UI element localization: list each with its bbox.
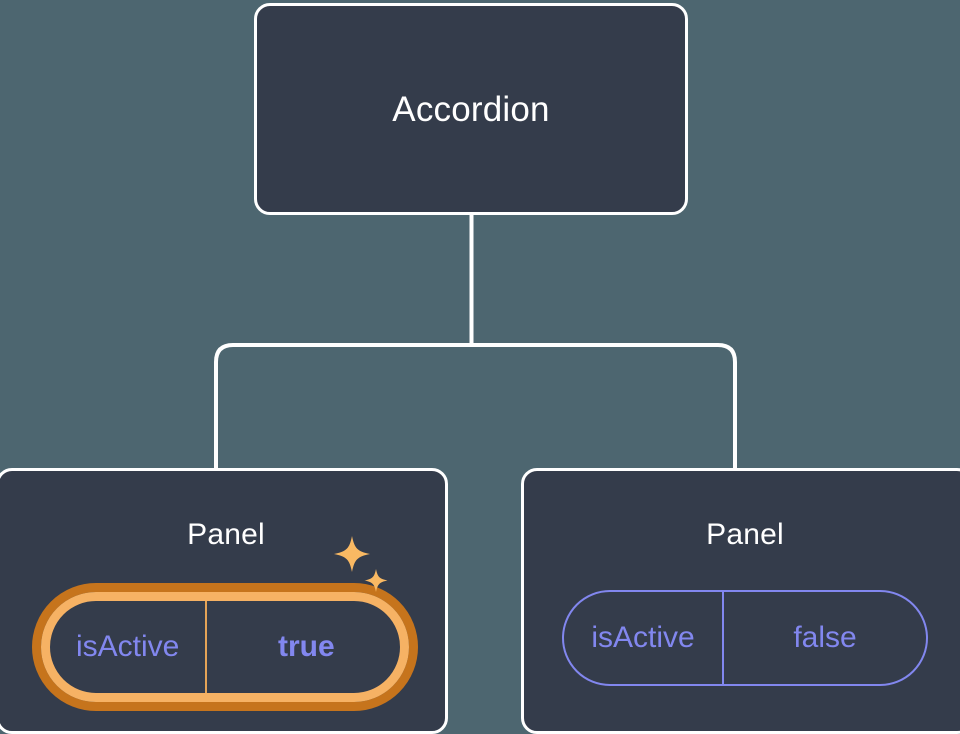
- prop-key: isActive: [50, 601, 208, 693]
- prop-key: isActive: [564, 592, 724, 684]
- node-title: Panel: [706, 518, 784, 551]
- prop-pill-isactive-false[interactable]: isActive false: [562, 590, 928, 686]
- node-accordion[interactable]: Accordion: [254, 3, 688, 215]
- prop-value: false: [793, 621, 857, 654]
- node-panel-inactive[interactable]: Panel isActive false: [521, 468, 960, 734]
- prop-pill-isactive-true[interactable]: isActive true: [41, 592, 409, 702]
- node-title: Panel: [187, 518, 265, 551]
- prop-value: true: [278, 630, 335, 663]
- prop-pill-highlight-ring: isActive true: [32, 583, 418, 711]
- prop-pill-wrapper: isActive false: [562, 550, 928, 686]
- prop-pill-wrapper: isActive true: [26, 536, 418, 711]
- node-title: Accordion: [392, 89, 550, 129]
- node-panel-active[interactable]: Panel isActive true: [0, 468, 448, 734]
- edge-bus: [214, 343, 737, 470]
